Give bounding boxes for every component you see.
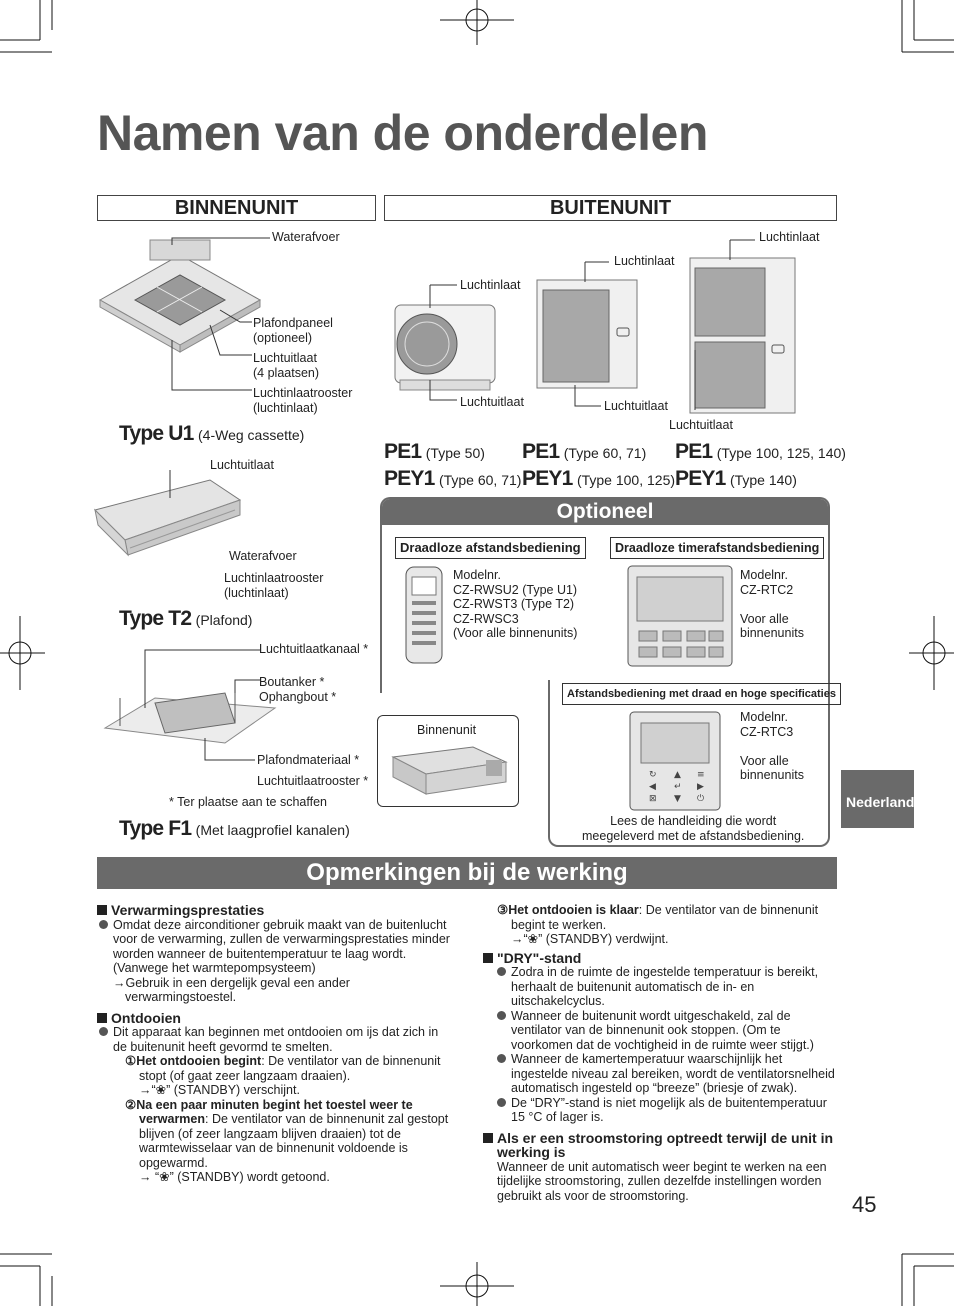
outdoor-medium-outlet: Luchtuitlaat [604, 399, 668, 413]
outdoor-large-inlet: Luchtinlaat [759, 230, 820, 244]
type-u1-caption: Type U1 (4-Weg cassette) [119, 422, 305, 445]
f1-label-duct: Luchtuitlaatkanaal * [259, 642, 369, 656]
svg-text:▲: ▲ [674, 770, 681, 780]
wired-remote-title: Afstandsbediening met draad en hoge spec… [562, 683, 841, 705]
defrost-step3: ③Het ontdooien is klaar: De ventilator v… [497, 903, 819, 932]
language-side-tab: Nederlands [841, 770, 922, 828]
f1-label-anchor-bolt: Boutanker * Ophangbout * [259, 675, 337, 704]
svg-text:⏻: ⏻ [697, 793, 704, 804]
power-failure-heading: Als er een stroomstoring optreedt terwij… [483, 1130, 838, 1160]
defrost-step3-arrow: →“❀” (STANDBY) verdwijnt. [511, 932, 669, 946]
dry-bullet-1: Zodra in de ruimte de ingestelde tempera… [483, 965, 838, 1009]
optional-title: Optioneel [382, 499, 828, 525]
heating-heading: Verwarmingsprestaties [97, 903, 452, 918]
defrost-paragraph: Dit apparaat kan beginnen met ontdooien … [97, 1025, 452, 1185]
heating-paragraph: Omdat deze airconditioner gebruik maakt … [97, 918, 452, 1005]
notes-left-column: Verwarmingsprestaties Omdat deze aircond… [97, 903, 452, 1185]
u1-leader-lines [171, 309, 252, 391]
timer-remote-title: Draadloze timerafstandsbediening [610, 537, 825, 559]
page-title: Namen van de onderdelen [97, 105, 708, 161]
wired-remote-text: Modelnr. CZ-RTC3 Voor alle binnenunits [740, 710, 804, 782]
ducted-unit-illustration [103, 649, 277, 761]
ceiling-unit-illustration [94, 470, 242, 557]
wireless-remote-icon [405, 566, 443, 664]
outdoor-large-outlet: Luchtuitlaat [669, 418, 733, 432]
svg-text:▼: ▼ [674, 794, 681, 804]
optional-frame-top [380, 497, 830, 693]
type-t2-caption: Type T2 (Plafond) [119, 607, 253, 630]
dry-bullet-4: De “DRY”-stand is niet mogelijk als de b… [483, 1096, 838, 1125]
ducted-indoor-unit-label: Binnenunit [417, 723, 477, 737]
outdoor-model-3: PE1 (Type 100, 125, 140) PEY1 (Type 140) [675, 440, 846, 490]
outdoor-unit-header: BUITENUNIT [384, 195, 837, 221]
outdoor-small-inlet: Luchtinlaat [460, 278, 521, 292]
page-number: 45 [852, 1192, 877, 1217]
outdoor-medium-inlet: Luchtinlaat [614, 254, 675, 268]
t2-label-inlet-grille: Luchtinlaatrooster (luchtinlaat) [224, 571, 324, 600]
optional-manual-note: Lees de handleiding die wordt meegelever… [582, 814, 805, 843]
u1-label-drain: Waterafvoer [272, 230, 340, 244]
t2-label-drain: Waterafvoer [229, 549, 297, 563]
optional-frame-bottom [548, 680, 830, 847]
t2-label-outlet: Luchtuitlaat [210, 458, 274, 472]
dry-heading: "DRY"-stand [483, 950, 838, 966]
dry-bullet-2: Wanneer de buitenunit wordt uitgeschakel… [483, 1009, 838, 1053]
dry-bullet-3: Wanneer de kamertemperatuur waarschijnli… [483, 1052, 838, 1096]
svg-text:◀: ◀ [649, 782, 656, 792]
outdoor-units-illustration [394, 239, 796, 414]
defrost-heading: Ontdooien [97, 1010, 452, 1026]
svg-text:↻: ↻ [649, 770, 657, 780]
ducted-indoor-unit-box: Binnenunit [377, 715, 519, 807]
svg-text:≡: ≡ [697, 770, 705, 780]
timer-remote-icon [627, 565, 733, 667]
indoor-unit-header: BINNENUNIT [97, 195, 376, 221]
operation-notes-title: Opmerkingen bij de werking [97, 857, 837, 889]
f1-label-ceiling: Plafondmateriaal * [257, 753, 360, 767]
power-failure-text: Wanneer de unit automatisch weer begint … [497, 1159, 827, 1203]
outdoor-model-1: PE1 (Type 50) PEY1 (Type 60, 71) [384, 440, 522, 490]
timer-remote-text: Modelnr. CZ-RTC2 Voor alle binnenunits [740, 568, 804, 640]
wireless-remote-text: Modelnr. CZ-RWSU2 (Type U1) CZ-RWST3 (Ty… [453, 568, 578, 640]
notes-right-column: ③Het ontdooien is klaar: De ventilator v… [483, 903, 838, 1203]
f1-label-outlet-grille: Luchtuitlaatrooster * [257, 774, 369, 788]
wireless-remote-title: Draadloze afstandsbediening [395, 537, 586, 559]
f1-footnote: * Ter plaatse aan te schaffen [169, 795, 327, 809]
svg-text:↵: ↵ [674, 782, 682, 792]
outdoor-model-2: PE1 (Type 60, 71) PEY1 (Type 100, 125) [522, 440, 676, 490]
cassette-unit-illustration [98, 237, 270, 353]
outdoor-small-outlet: Luchtuitlaat [460, 395, 524, 409]
u1-label-panel: Plafondpaneel (optioneel) [253, 316, 333, 345]
svg-text:⊠: ⊠ [649, 794, 657, 804]
u1-label-inlet-grille: Luchtinlaatrooster (luchtinlaat) [253, 386, 353, 415]
ducted-indoor-unit-drawing [391, 746, 508, 795]
wired-remote-icon: ↻ ▲ ≡ ◀ ↵ ▶ ⊠ ▼ ⏻ [629, 711, 721, 811]
u1-label-outlet: Luchtuitlaat (4 plaatsen) [253, 351, 320, 380]
type-f1-caption: Type F1 (Met laagprofiel kanalen) [119, 817, 350, 840]
svg-text:▶: ▶ [697, 782, 704, 792]
